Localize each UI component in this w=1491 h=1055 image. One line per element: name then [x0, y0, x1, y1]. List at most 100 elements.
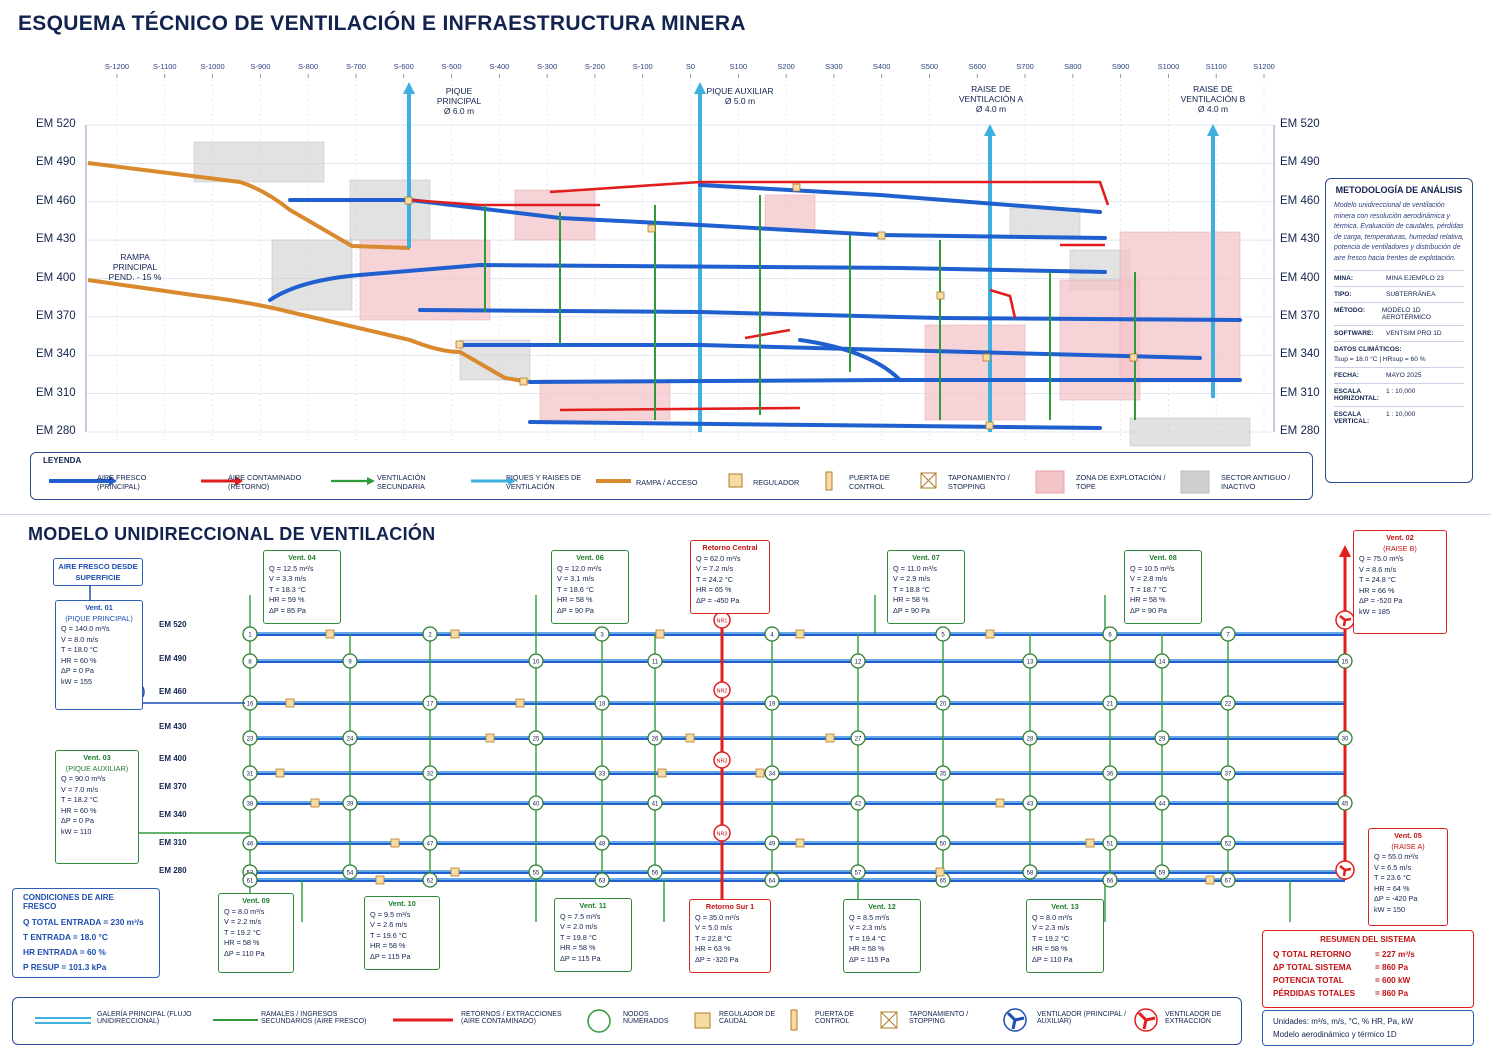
- info-box-line: ΔP = -420 Pa: [1374, 894, 1418, 903]
- model-text: Modelo aerodinámico y térmico 1D: [1273, 1030, 1397, 1039]
- info-box-line: Q = 12.5 m³/s: [269, 563, 314, 573]
- svg-text:NR3: NR3: [716, 832, 727, 838]
- exhaust-fan-icon: [1335, 610, 1355, 630]
- info-box-line: ΔP = 90 Pa: [557, 605, 594, 615]
- network-node: 29: [1154, 730, 1170, 746]
- svg-text:29: 29: [1159, 737, 1166, 743]
- exhaust-fan-icon: [1335, 860, 1355, 880]
- metadata-row: SOFTWARE:VENTSIM PRO 1D: [1334, 325, 1464, 341]
- info-box-line: kW = 150: [1374, 904, 1406, 914]
- svg-text:36: 36: [1107, 772, 1114, 778]
- svg-text:40: 40: [533, 802, 540, 808]
- regulator-marker: [310, 798, 320, 808]
- level-label: EM 460: [159, 687, 187, 696]
- info-box-line: ΔP = 115 Pa: [370, 951, 411, 961]
- regulator-marker: [485, 733, 495, 743]
- info-box-line: V = 2.0 m/s: [560, 922, 598, 931]
- regulator-marker: [325, 629, 335, 639]
- network-node: 14: [1154, 653, 1170, 669]
- svg-text:35: 35: [940, 772, 947, 778]
- network-node: 67: [1220, 872, 1236, 888]
- info-box-line: V = 7.2 m/s: [696, 564, 734, 573]
- conditions-t: T ENTRADA = 18.0 °C: [23, 932, 108, 942]
- legend-regulator: REGULADOR: [753, 478, 800, 487]
- info-box-line: V = 2.2 m/s: [224, 917, 262, 926]
- network-node: 2: [422, 626, 438, 642]
- elevation-label: EM 520: [36, 118, 76, 130]
- info-box-line: ΔP = 115 Pa: [849, 954, 890, 964]
- network-node: 54: [342, 864, 358, 880]
- station-label: S1100: [1205, 62, 1227, 71]
- network-node: 21: [1102, 695, 1118, 711]
- network-node: 17: [422, 695, 438, 711]
- info-box-line: ΔP = 115 Pa: [560, 953, 601, 963]
- conditions-q: Q TOTAL ENTRADA = 230 m³/s: [23, 917, 144, 927]
- legend-branches: RAMALES / INGRESOS SECUNDARIOS (AIRE FRE…: [261, 1011, 367, 1025]
- info-box-line: Q = 8.5 m³/s: [849, 912, 890, 922]
- svg-text:66: 66: [1107, 879, 1114, 885]
- info-box-line: Q = 12.0 m³/s: [557, 563, 602, 573]
- return-node: NR3: [713, 751, 731, 769]
- network-node: 19: [764, 695, 780, 711]
- network-node: 4: [764, 626, 780, 642]
- info-box-line: T = 22.8 °C: [695, 933, 733, 943]
- station-label: S400: [872, 62, 891, 71]
- regulator-marker: [825, 733, 835, 743]
- legend-return-air: AIRE CONTAMINADO (RETORNO): [228, 473, 302, 491]
- network-node: 32: [422, 765, 438, 781]
- regulator-marker: [275, 768, 285, 778]
- svg-text:2: 2: [428, 633, 432, 639]
- network-node: 40: [528, 795, 544, 811]
- svg-text:22: 22: [1225, 702, 1232, 708]
- info-box-line: kW = 185: [1359, 606, 1391, 616]
- network-node: 57: [850, 864, 866, 880]
- info-box-line: HR = 58 %: [849, 944, 885, 953]
- return-node: NR1: [713, 611, 731, 629]
- station-label: S1200: [1253, 62, 1275, 71]
- network-node: 18: [594, 695, 610, 711]
- conditions-p: P RESUP = 101.3 kPa: [23, 962, 107, 972]
- svg-text:32: 32: [427, 772, 434, 778]
- svg-text:4: 4: [770, 633, 774, 639]
- svg-text:52: 52: [1225, 842, 1232, 848]
- info-box-line: HR = 58 %: [893, 595, 929, 604]
- elevation-label: EM 490: [36, 156, 76, 169]
- network-node: 45: [1337, 795, 1353, 811]
- svg-text:5: 5: [941, 633, 945, 639]
- info-box-line: V = 8.6 m/s: [1359, 564, 1397, 574]
- regulator-marker: [1205, 875, 1215, 885]
- info-box-line: T = 18.6 °C: [557, 584, 595, 594]
- elevation-label: EM 310: [36, 386, 76, 399]
- network-node: 37: [1220, 765, 1236, 781]
- regulator-marker: [515, 698, 525, 708]
- elevation-label: EM 370: [36, 309, 76, 322]
- legend-main-fan: VENTILADOR (PRINCIPAL / AUXILIAR): [1037, 1011, 1127, 1025]
- legend-returns: RETORNOS / EXTRACCIONES (AIRE CONTAMINAD…: [461, 1011, 562, 1025]
- regulator-marker: [685, 733, 695, 743]
- info-box-line: ΔP = 90 Pa: [893, 605, 930, 615]
- elevation-label: EM 460: [36, 194, 76, 207]
- info-box-line: HR = 58 %: [224, 938, 260, 947]
- network-node: 64: [764, 872, 780, 888]
- network-node: 7: [1220, 626, 1236, 642]
- elevation-label: EM 490: [1280, 156, 1320, 169]
- info-box-line: V = 8.0 m/s: [61, 634, 99, 644]
- regulator-marker: [285, 698, 295, 708]
- summary-row: Q TOTAL RETORNO= 227 m³/s: [1273, 950, 1415, 959]
- network-node: 16: [242, 695, 258, 711]
- svg-text:39: 39: [347, 802, 354, 808]
- svg-text:59: 59: [1159, 871, 1166, 877]
- info-box-line: T = 19.6 °C: [370, 930, 408, 940]
- info-box-title: Vent. 06: [576, 553, 604, 562]
- svg-text:20: 20: [940, 702, 947, 708]
- info-box-line: Q = 7.5 m³/s: [560, 911, 601, 921]
- level-label: EM 280: [159, 866, 187, 875]
- legend-fresh-air: AIRE FRESCO (PRINCIPAL): [97, 473, 147, 491]
